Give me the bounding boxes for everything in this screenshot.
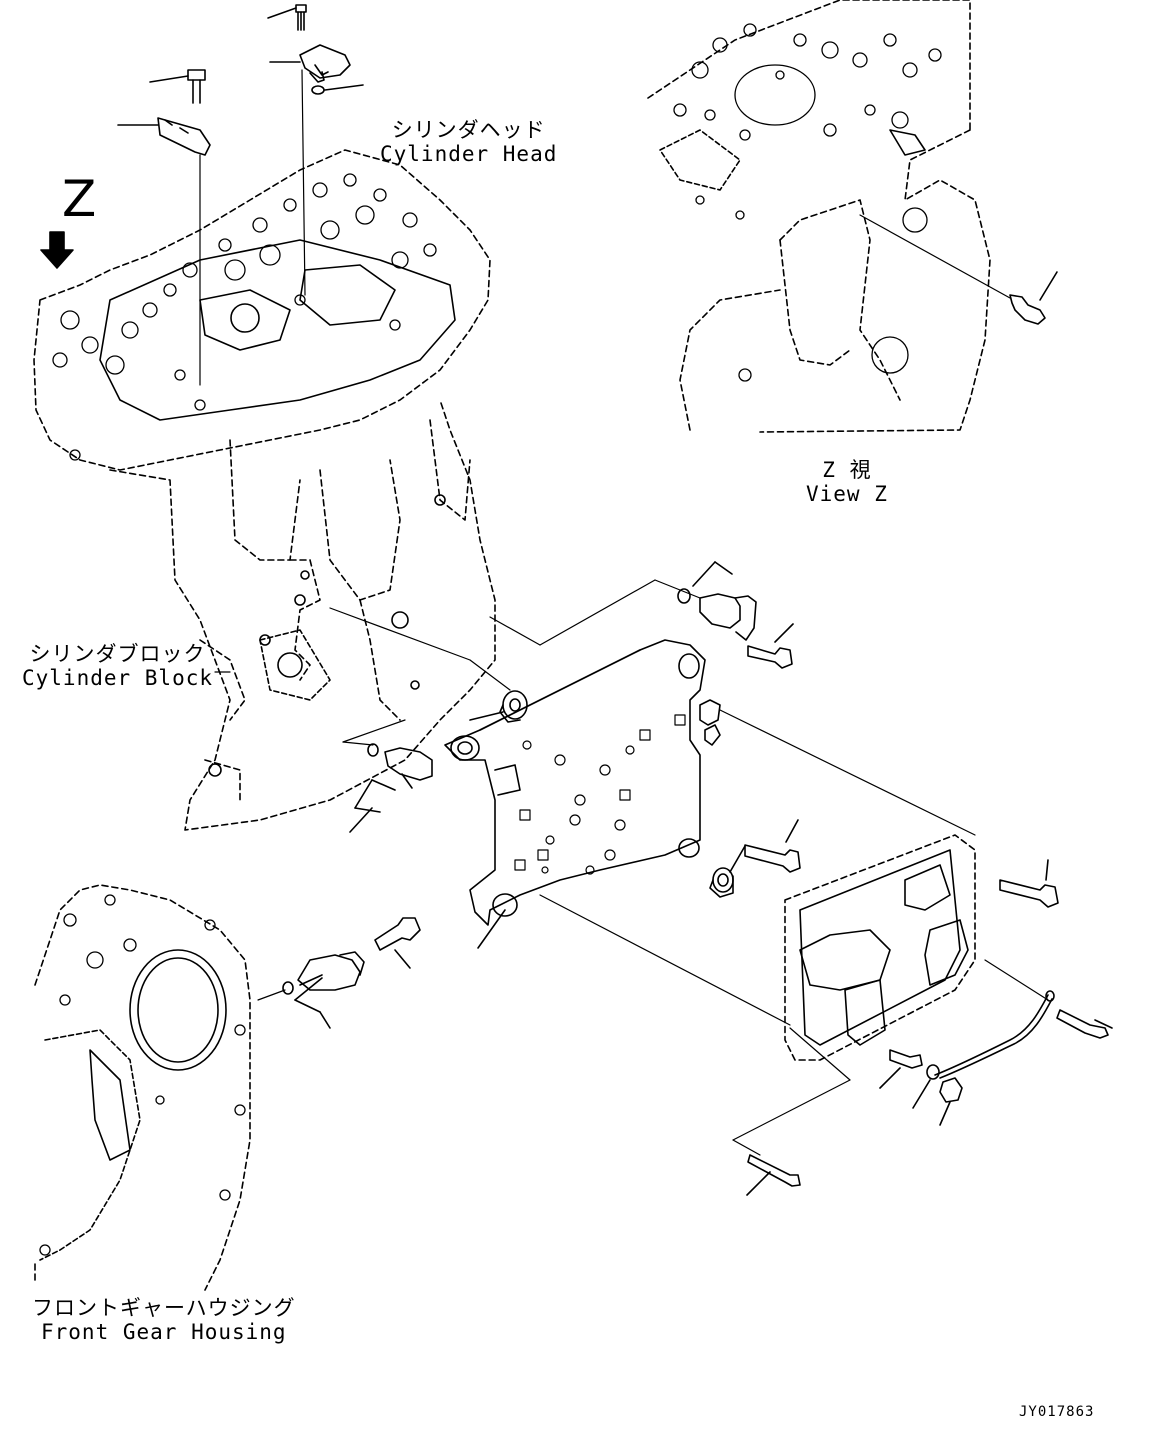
ecu-bracket [329, 607, 976, 1026]
cylinder-block-label-en: Cylinder Block [22, 666, 214, 690]
view-z-drawing [647, 0, 1058, 433]
cylinder-head-assembly [33, 149, 496, 831]
cylinder-block-label: シリンダブロック Cylinder Block [22, 642, 213, 690]
front-gear-housing-label: フロントギャーハウジング Front Gear Housing [32, 1296, 296, 1344]
cylinder-block-label-jp: シリンダブロック [29, 642, 206, 666]
view-z-label-en: View Z [806, 482, 888, 506]
view-z-label-jp: Z 視 [822, 458, 872, 482]
front-gear-housing [34, 884, 421, 1291]
cylinder-head-label: シリンダヘッド Cylinder Head [380, 118, 557, 166]
front-gear-housing-label-en: Front Gear Housing [41, 1320, 287, 1344]
cylinder-head-label-en: Cylinder Head [380, 142, 558, 166]
view-z-label: Z 視 View Z [806, 458, 888, 506]
head-sensor-bolts [117, 4, 364, 386]
front-gear-housing-label-jp: フロントギャーハウジング [32, 1296, 296, 1320]
speed-sensor-lower [342, 719, 433, 833]
drawing-code: JY017863 [1019, 1404, 1095, 1420]
view-letter-label: Z [62, 170, 97, 228]
speed-sensor-upper [489, 561, 794, 669]
ecu-controller [732, 834, 1113, 1196]
cylinder-head-label-jp: シリンダヘッド [391, 118, 546, 142]
view-arrow [40, 231, 74, 269]
